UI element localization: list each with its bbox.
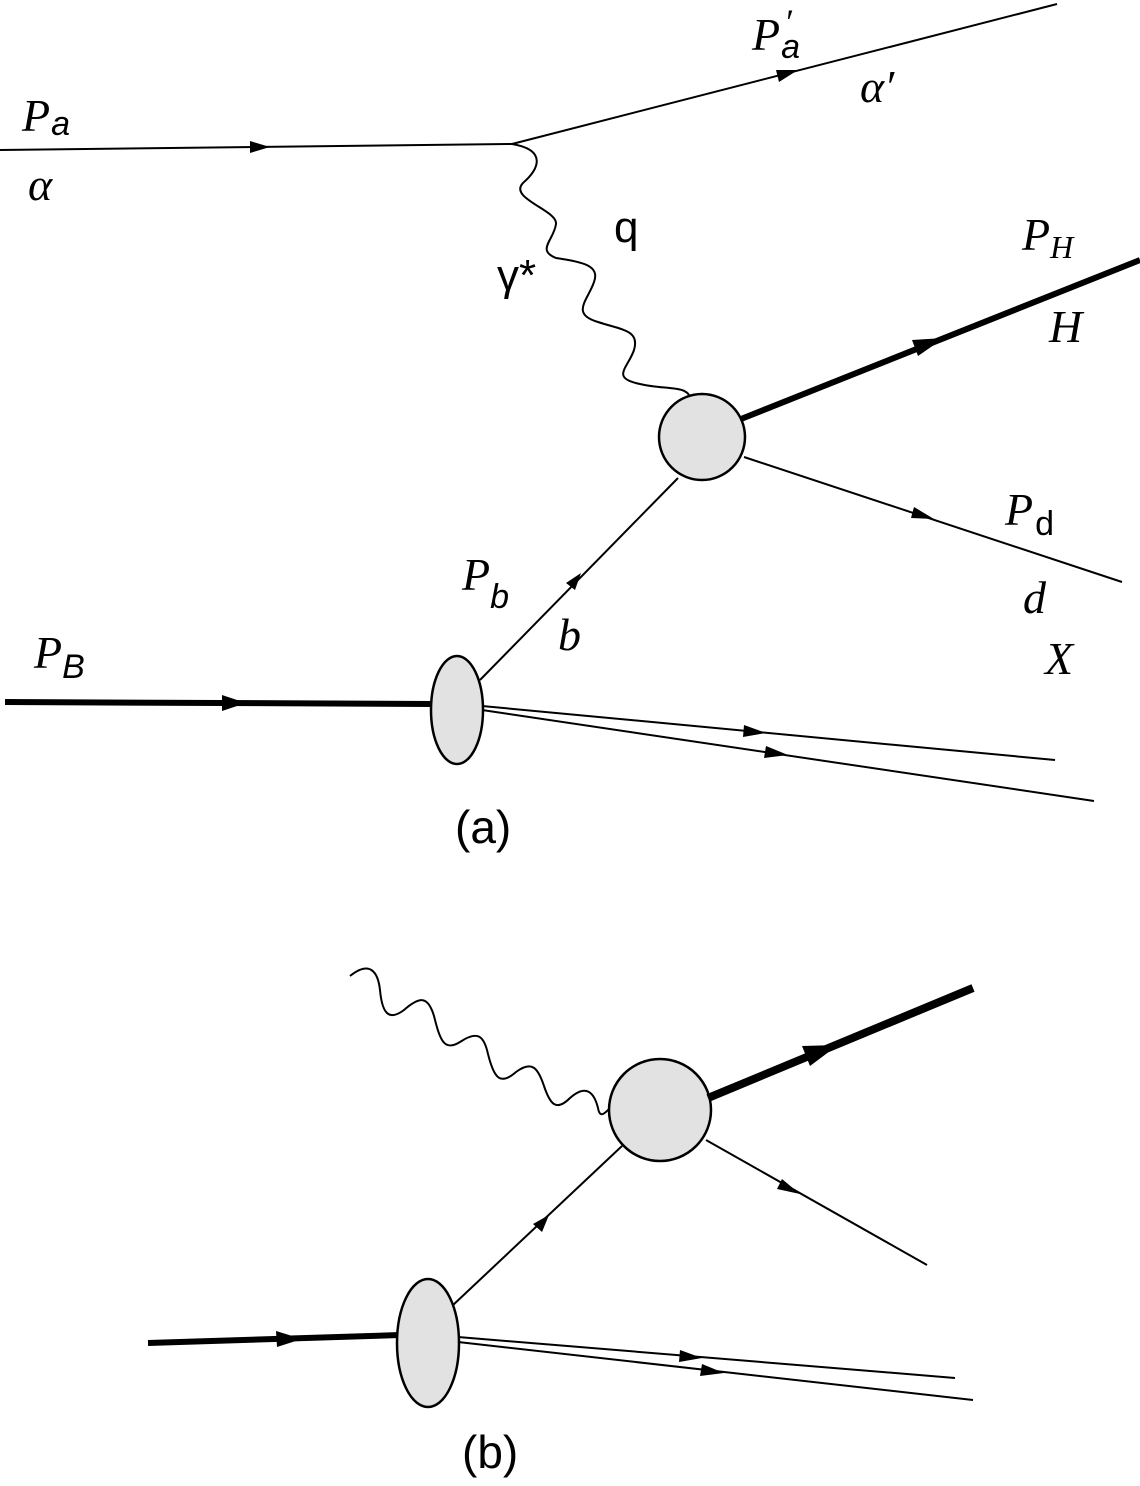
hadron-arrow-b — [802, 1045, 838, 1066]
remnant-line-lower — [481, 709, 1095, 802]
label-p-h: PH — [1021, 209, 1075, 265]
outgoing-lepton-arrow — [776, 70, 798, 82]
label-x: X — [1043, 633, 1075, 684]
panel-b: (b) — [147, 967, 975, 1478]
label-p-a: Pa — [21, 90, 70, 143]
hadron-h-arrow — [912, 338, 944, 356]
remnant-arrow-lower-b — [700, 1364, 724, 1376]
label-h: H — [1048, 301, 1085, 352]
label-p-b: Pb — [461, 549, 509, 616]
parton-in-arrow-b — [533, 1215, 549, 1232]
remnant-line-upper — [481, 705, 1056, 761]
parton-arrow-b — [777, 1179, 800, 1194]
proton-blob-b — [395, 1277, 461, 1409]
incoming-proton-line-b — [147, 1332, 401, 1346]
label-alpha-prime: α′ — [860, 61, 895, 112]
virtual-photon-line — [511, 143, 691, 399]
remnant-line-upper-b — [457, 1336, 956, 1379]
label-p-big-b: PB — [33, 627, 85, 686]
label-p-a-prime: Pa′ — [751, 2, 800, 66]
label-alpha: α — [28, 159, 53, 210]
remnant-arrow-upper-b — [679, 1350, 702, 1362]
parton-line-b — [705, 1139, 928, 1266]
hard-scattering-blob — [657, 392, 747, 482]
panel-a: Pa α Pa′ α′ γ* q PH H Pd d X Pb b PB (a) — [0, 2, 1140, 853]
incoming-proton-arrow-b — [276, 1331, 302, 1347]
hard-scattering-blob-b — [607, 1057, 713, 1163]
incoming-lepton-arrow — [250, 141, 270, 153]
incoming-proton-line — [4, 699, 434, 707]
incoming-proton-arrow — [222, 695, 246, 711]
label-b: b — [558, 609, 581, 660]
parton-d-line — [743, 456, 1123, 583]
label-gamma-star: γ* — [497, 251, 536, 300]
label-p-d: Pd — [1004, 484, 1054, 543]
remnant-arrow-lower — [764, 746, 788, 758]
parton-d-arrow — [911, 507, 934, 519]
parton-b-line — [479, 477, 679, 681]
parton-b-arrow — [566, 573, 581, 590]
proton-blob — [429, 654, 485, 766]
hadron-line-b — [706, 984, 975, 1102]
label-q: q — [614, 203, 638, 252]
label-d: d — [1023, 572, 1047, 623]
caption-a: (a) — [455, 801, 511, 853]
remnant-arrow-upper — [743, 725, 766, 737]
caption-b: (b) — [462, 1426, 518, 1478]
virtual-photon-line-b — [349, 967, 613, 1116]
